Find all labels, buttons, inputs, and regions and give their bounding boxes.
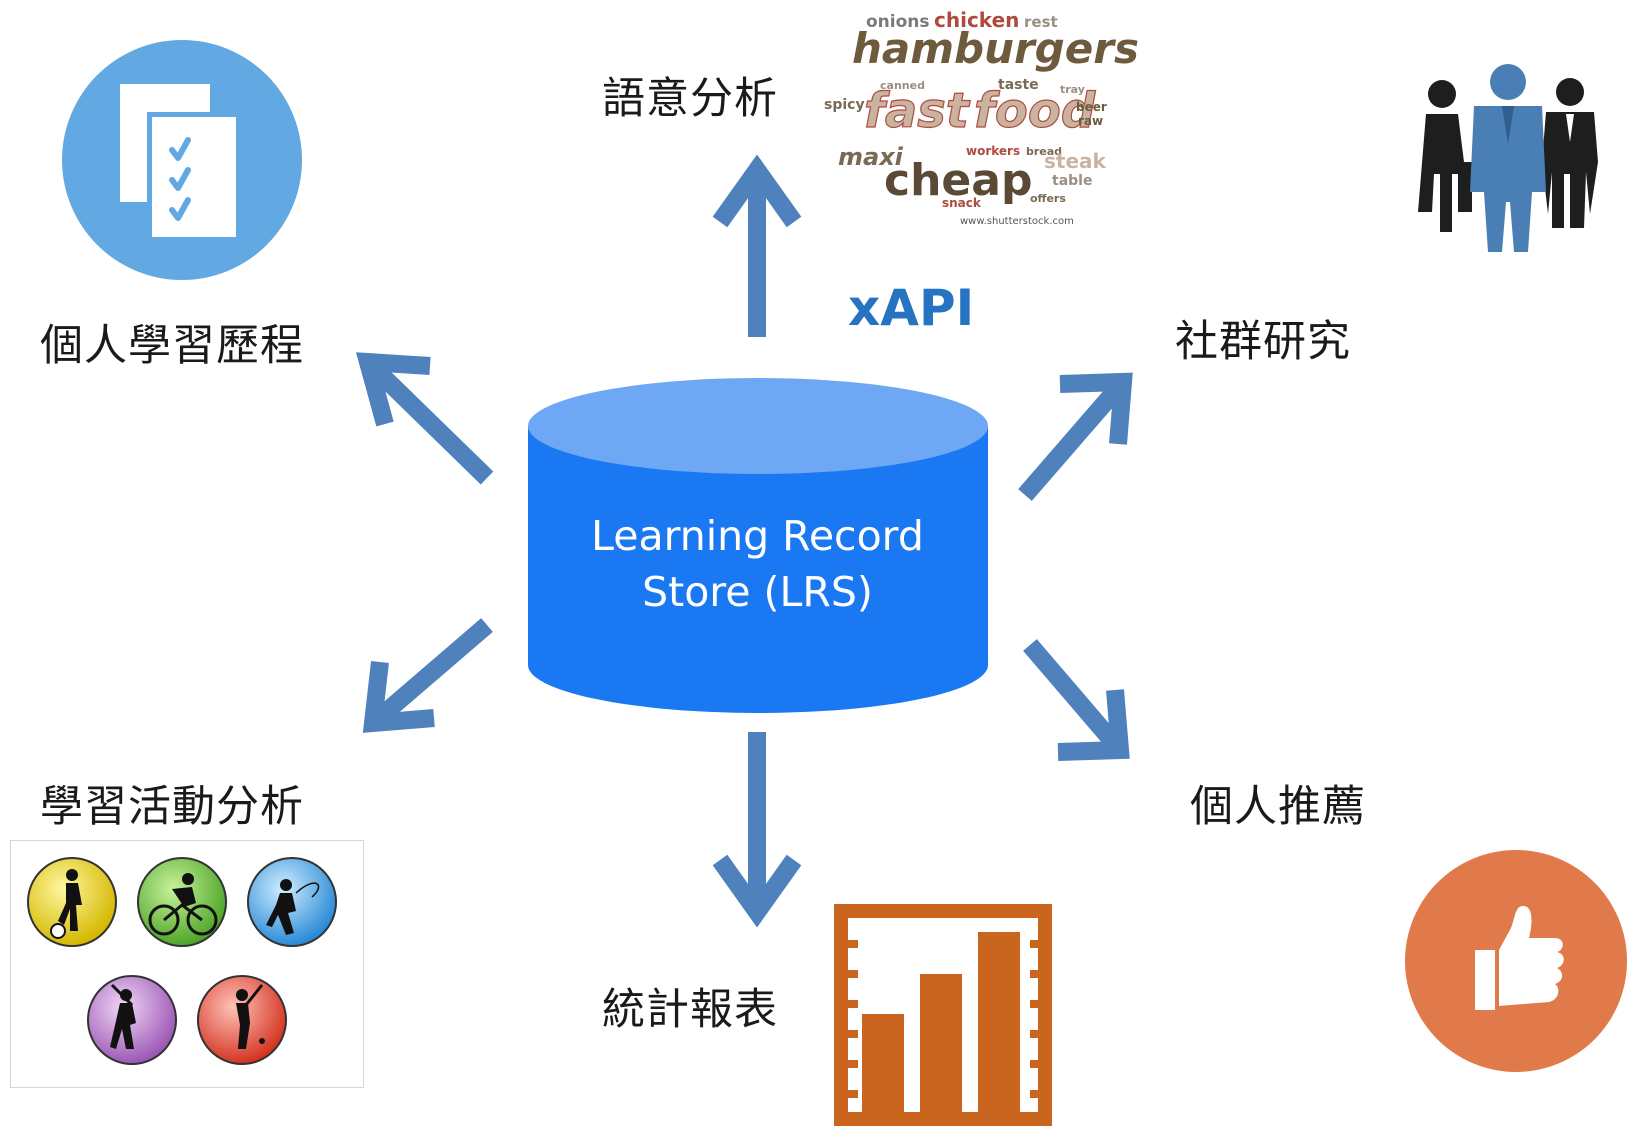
word-cloud-image: onions chicken rest hamburgers canned ta…	[822, 5, 1139, 230]
word-fast: fast	[864, 83, 971, 139]
word-rest: rest	[1024, 13, 1058, 31]
word-steak: steak	[1044, 149, 1107, 173]
word-workers: workers	[966, 144, 1020, 158]
arrow-up-semantic	[712, 154, 802, 337]
word-onions: onions	[866, 12, 930, 32]
label-activity-analysis: 學習活動分析	[40, 782, 304, 832]
word-maxi: maxi	[838, 143, 904, 171]
xapi-label: xAPI	[848, 279, 975, 337]
arrow-down-statistics	[712, 732, 802, 928]
word-raw: raw	[1078, 114, 1103, 128]
word-offers: offers	[1030, 192, 1066, 205]
arrow-downright-recommend	[1023, 639, 1130, 761]
arrow-upleft-history	[355, 352, 494, 485]
word-snack: snack	[942, 196, 982, 210]
arrow-upright-community	[1018, 372, 1133, 501]
label-community-research: 社群研究	[1175, 317, 1351, 367]
bar-chart-icon	[834, 904, 1052, 1126]
lrs-line-2: Store (LRS)	[642, 568, 873, 616]
word-taste: taste	[998, 77, 1039, 93]
word-spicy: spicy	[824, 97, 865, 113]
word-canned: canned	[880, 79, 925, 92]
word-tray: tray	[1060, 83, 1085, 96]
sports-badges-icon	[27, 857, 337, 1065]
word-chicken: chicken	[934, 8, 1019, 32]
word-bread: bread	[1026, 145, 1062, 158]
label-personal-recommendation: 個人推薦	[1190, 782, 1366, 832]
arrow-downleft-activity	[362, 618, 493, 733]
lrs-line-1: Learning Record	[591, 512, 924, 560]
lrs-label: Learning Record Store (LRS)	[520, 508, 995, 620]
people-icon	[1418, 64, 1598, 252]
database-cylinder-icon	[528, 378, 988, 713]
label-statistics-report: 統計報表	[602, 985, 778, 1035]
word-cheap: cheap	[884, 155, 1032, 206]
word-food: food	[974, 83, 1096, 139]
label-semantic-analysis: 語意分析	[602, 74, 778, 124]
label-personal-history: 個人學習歷程	[40, 321, 304, 371]
word-hamburgers: hamburgers	[852, 24, 1139, 73]
word-table: table	[1052, 173, 1092, 189]
word-beer: beer	[1076, 100, 1107, 114]
thumbs-up-icon	[1405, 850, 1627, 1072]
word-cloud-credit: www.shutterstock.com	[960, 216, 1074, 227]
checklist-icon	[62, 40, 302, 280]
